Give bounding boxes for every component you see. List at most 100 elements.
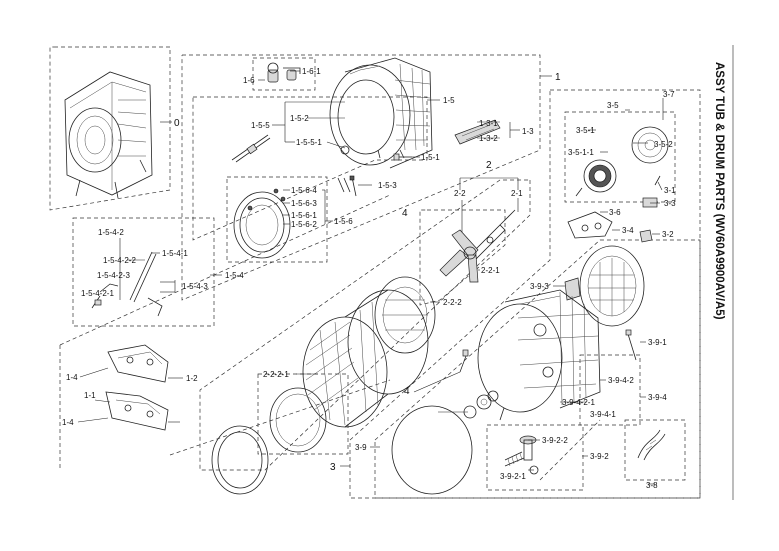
label-2-2: 2-2 <box>454 189 466 198</box>
part-1-3-drawing <box>454 119 501 145</box>
label-1-2: 1-2 <box>186 374 198 383</box>
diagram-title: ASSY TUB & DRUM PARTS (WV60A9900AV/A5) <box>713 62 725 320</box>
label-2-1: 2-1 <box>511 189 523 198</box>
label-2-2-2: 2-2-2 <box>443 298 462 307</box>
box-2-2-2-1 <box>257 373 349 455</box>
part-3-9-3-drawing <box>564 245 645 327</box>
box-1-5-4 <box>72 217 215 327</box>
rear-tub-drawing <box>477 289 601 421</box>
guide-line <box>169 379 391 456</box>
label-1-3-2: 1-3-2 <box>479 134 498 143</box>
label-3: 3 <box>330 462 336 473</box>
label-2: 2 <box>486 160 492 171</box>
label-1-5-6-2: 1-5-6-2 <box>291 220 317 229</box>
drum-front-ring-drawing <box>269 387 327 453</box>
label-3-2: 3-2 <box>662 230 674 239</box>
label-2-2-2-1: 2-2-2-1 <box>263 370 289 379</box>
part-2-1-drawing <box>469 209 516 261</box>
part-3-8-drawing <box>637 429 666 461</box>
label-3-9-4-2-1: 3-9-4-2-1 <box>562 398 595 407</box>
box-2-2 <box>419 209 506 306</box>
part-door-gasket-drawing <box>211 425 269 495</box>
box-3 <box>349 89 701 499</box>
label-1-4-top: 1-4 <box>66 373 78 382</box>
label-1-5-4-2-1: 1-5-4-2-1 <box>81 289 114 298</box>
guide-line <box>539 419 601 481</box>
label-1-6-1: 1-6-1 <box>302 67 321 76</box>
label-1-5-5-1: 1-5-5-1 <box>296 138 322 147</box>
label-3-9-2-1: 3-9-2-1 <box>500 472 526 481</box>
part-1-5-6-drawing <box>233 188 291 259</box>
box-0 <box>49 46 171 211</box>
part-1-5-3-drawing <box>337 175 357 197</box>
part-1-2-drawing <box>107 344 169 383</box>
label-1-5-4-2: 1-5-4-2 <box>98 228 124 237</box>
box-3-9 <box>374 239 701 499</box>
label-1-4-bottom: 1-4 <box>62 418 74 427</box>
label-3-8: 3-8 <box>646 481 658 490</box>
part-2-2-2-drawing <box>374 276 436 354</box>
part-1-5-4-drawing <box>91 251 163 317</box>
label-1-5-4-2-3: 1-5-4-2-3 <box>97 271 130 280</box>
label-1-5-1: 1-5-1 <box>421 153 440 162</box>
leader-lines <box>77 70 664 485</box>
label-4-front: 4 <box>402 208 408 219</box>
label-3-3: 3-3 <box>664 199 676 208</box>
part-3-9-circle-drawing <box>391 405 473 495</box>
part-3-6-drawing <box>567 211 653 243</box>
label-1-3-1: 1-3-1 <box>479 119 498 128</box>
label-1-5-5: 1-5-5 <box>251 121 270 130</box>
label-1-5-4: 1-5-4 <box>225 271 244 280</box>
label-3-4: 3-4 <box>622 226 634 235</box>
part-1-5-1-drawing <box>393 153 412 161</box>
label-1-5-4-1: 1-5-4-1 <box>162 249 188 258</box>
label-1-5: 1-5 <box>443 96 455 105</box>
part-4-rear-drawing <box>459 349 499 419</box>
box-3-9-4 <box>579 354 641 426</box>
label-0: 0 <box>174 118 180 129</box>
label-3-9: 3-9 <box>355 443 367 452</box>
label-1-5-6-3: 1-5-6-3 <box>291 199 317 208</box>
labels: 0 1 1-6 1-6-1 1-5 1-5-5 1-5-2 1-5-5-1 1-… <box>62 67 676 490</box>
box-1-6 <box>252 57 316 91</box>
label-1-5-4-3: 1-5-4-3 <box>182 282 208 291</box>
label-3-9-2: 3-9-2 <box>590 452 609 461</box>
part-2-2-drawing <box>439 229 479 283</box>
part-1-1-drawing <box>105 391 169 431</box>
label-1-5-4-2-2: 1-5-4-2-2 <box>103 256 136 265</box>
box-3-5 <box>564 111 676 203</box>
label-3-5-2: 3-5-2 <box>654 140 673 149</box>
label-3-1: 3-1 <box>664 186 676 195</box>
box-3-9-2 <box>486 424 584 491</box>
part-1-6-drawing <box>267 62 301 83</box>
part-3-9-1-drawing <box>625 329 637 361</box>
label-3-6: 3-6 <box>609 208 621 217</box>
box-3-8 <box>624 419 686 481</box>
label-1-5-2: 1-5-2 <box>290 114 309 123</box>
label-3-9-4-1: 3-9-4-1 <box>590 410 616 419</box>
label-1-3: 1-3 <box>522 127 534 136</box>
group-boxes <box>49 46 701 499</box>
label-3-5: 3-5 <box>607 101 619 110</box>
label-1-5-6: 1-5-6 <box>334 217 353 226</box>
label-1-5-3: 1-5-3 <box>378 181 397 190</box>
front-tub-drawing <box>329 57 433 169</box>
label-3-9-1: 3-9-1 <box>648 338 667 347</box>
part-3-9-2-drawing <box>504 435 539 475</box>
box-2 <box>199 179 531 471</box>
label-1-6: 1-6 <box>243 76 255 85</box>
label-3-9-3: 3-9-3 <box>530 282 549 291</box>
guide-line <box>59 194 391 346</box>
box-1 <box>181 54 541 301</box>
label-2-2-1: 2-2-1 <box>481 266 500 275</box>
label-1-5-6-1: 1-5-6-1 <box>291 211 317 220</box>
label-3-5-1-1: 3-5-1-1 <box>568 148 594 157</box>
label-4-rear: 4 <box>404 386 410 397</box>
label-1-1: 1-1 <box>84 391 96 400</box>
box-1-5 <box>192 96 428 241</box>
label-3-9-2-2: 3-9-2-2 <box>542 436 568 445</box>
complete-assembly-drawing <box>64 71 153 199</box>
part-3-5-drawing <box>575 126 669 208</box>
label-3-9-4: 3-9-4 <box>648 393 667 402</box>
